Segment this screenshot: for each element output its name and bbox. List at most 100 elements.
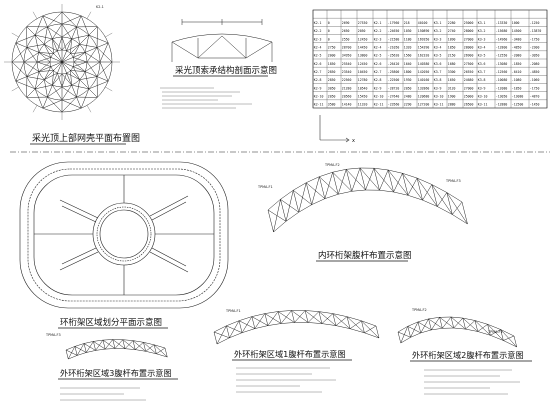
table-cell: K3-5 [478,54,486,58]
dome-plan [11,11,113,113]
table-cell: 154390 [418,46,430,50]
table-cell: -12080 [496,86,508,90]
table-cell: 2850 [328,78,336,82]
outer-zone2-title: 外环桁架区域2腹杆布置示意图 [412,350,524,360]
dome-member [44,44,58,52]
dome-member [36,57,51,63]
dome-member [26,44,45,48]
zone3-truss-vertical [153,344,157,354]
table-cell: 3580 [328,103,336,107]
dome-node-leader [86,105,92,113]
table-cell: -28720 [388,86,400,90]
zone3-truss-vertical [132,340,136,350]
inner-truss-diagonal [298,182,307,213]
zone2-truss-diagonal [503,335,515,341]
zone3-truss-vertical [65,349,69,360]
dome-member [42,15,63,25]
dome-member [34,15,44,36]
zone3-truss-vertical [112,339,116,349]
table-cell: -1750 [530,37,540,41]
table-cell: 2880 [448,103,456,107]
dome-member [47,86,63,98]
table-cell: K2-5 [374,54,382,58]
table-cell: 34950 [342,54,352,58]
table-cell: 28000 [464,29,474,33]
dome-member [71,34,89,40]
inner-truss-diagonal [365,168,375,191]
zone3-truss-diagonal [86,341,94,353]
inner-truss-vertical [359,167,366,191]
zone1-truss-vertical [264,313,269,326]
dome-member [34,35,40,53]
dome-node-leader [32,11,38,19]
inner-truss-vertical [373,168,380,191]
table-cell: K3-6 [478,62,486,66]
dome-member [84,61,101,72]
dome-member [61,73,67,88]
outer-zone2-diagram [397,316,517,348]
dome-member [72,44,80,58]
table-cell: -12560 [496,70,508,74]
table-cell: K2-3 [374,37,382,41]
inner-truss-vertical [293,190,300,213]
table-cell: K3-1 [478,21,486,25]
table-cell: 1180 [404,37,412,41]
table-cell: K3-11 [478,103,488,107]
inner-truss-vertical [280,199,287,222]
table-cell: -22500 [388,78,400,82]
dome-member [79,44,98,48]
zone1-truss-diagonal [321,313,334,324]
dome-member [35,84,53,90]
table-cell: -1850 [512,62,522,66]
dome-member [61,36,67,51]
axis-x-label: x [352,138,355,144]
table-cell: 0 [328,29,330,33]
table-cell: 2050 [404,86,412,90]
table-cell: 0 [328,37,330,41]
zone3-truss-diagonal [145,344,155,352]
table-cell: 26500 [464,103,474,107]
table-cell: 28700 [342,46,352,50]
table-cell: 14450 [358,46,368,50]
table-cell: 127200 [418,103,430,107]
zone1-truss-vertical [277,311,282,324]
table-cell: -1060 [530,78,540,82]
table-cell: 40100 [418,21,428,25]
table-cell: 20560 [342,95,352,99]
dome-member [36,61,51,67]
table-cell: K3-1 [434,21,442,25]
zone-plan-diagram [19,161,229,309]
table-cell: -4850 [512,46,522,50]
dome-member [52,84,63,101]
dome-member [76,79,80,98]
dome-member [44,79,48,98]
table-cell: 13800 [358,54,368,58]
table-cell: -10080 [496,78,508,82]
dome-member [15,42,25,63]
zone3-truss-diagonal [105,339,113,350]
zone1-truss-vertical [226,325,230,338]
dome-member [61,99,82,109]
zone2-truss-vertical [417,321,421,333]
inner-truss-vertical [461,201,468,225]
dome-member [11,61,28,77]
dome-member [11,47,28,63]
table-cell: 142050 [418,70,430,74]
dome-member [96,47,113,63]
bottom-notes [60,367,520,401]
table-cell: 140160 [418,78,430,82]
table-cell: -3050 [530,54,540,58]
zone3-truss-diagonal [135,342,144,350]
member-label: TPMA-F1 [225,309,241,313]
zone1-truss-diagonal [267,311,279,326]
table-cell: -13870 [530,29,542,33]
table-cell: K3-7 [478,70,486,74]
zone1-truss-diagonal [216,325,227,345]
outer-zone3-title: 外环桁架区域3腹杆布置示意图 [60,368,172,378]
zone1-truss-vertical [238,320,243,333]
table-cell: 2150 [448,54,456,58]
zone2-truss-vertical [397,331,401,344]
table-cell: -13080 [512,95,524,99]
zone2-truss-diagonal [465,320,476,330]
